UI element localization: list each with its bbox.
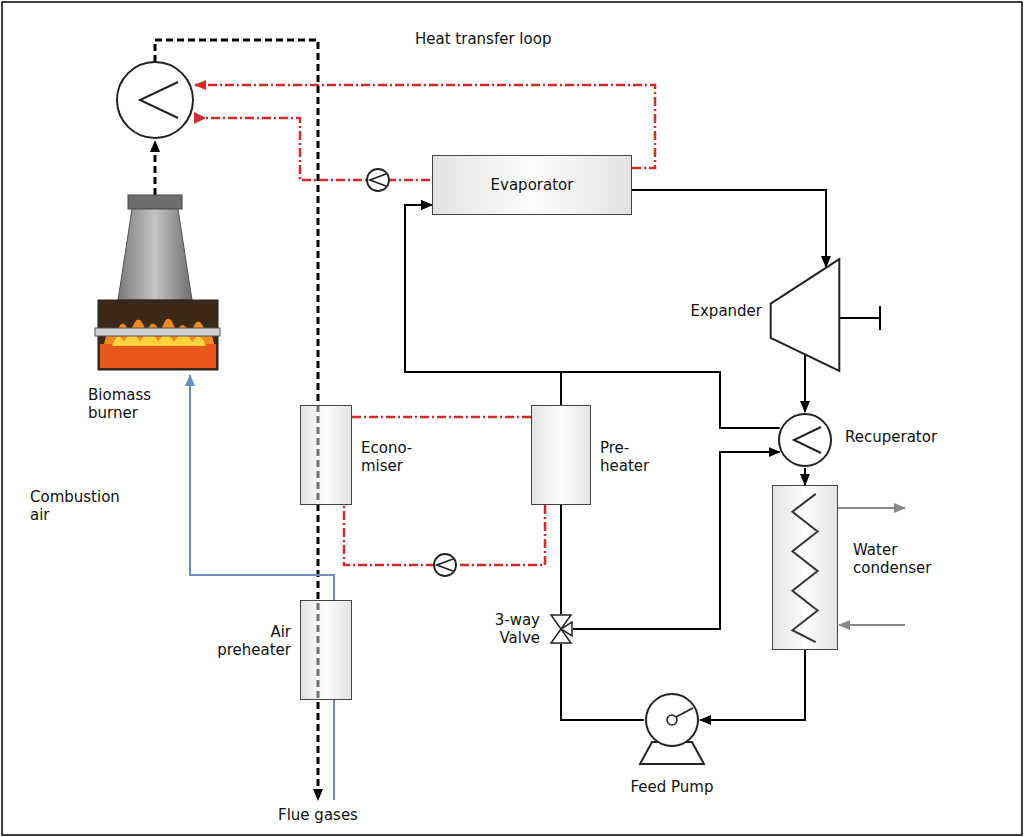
combustion-air-line [333,700,335,800]
loop-pump-symbol [434,554,456,576]
recuperator-symbol: Recuperator [777,412,833,468]
pipe-connector [560,505,562,614]
flue-gas-line [155,40,318,800]
cooling-water-out [838,507,905,509]
valve-symbol: 3-way Valve [549,614,573,644]
diagram-label: Heat transfer loop [415,30,551,48]
node-label: Feed Pump [631,778,714,796]
pipe-connector [804,468,806,485]
heat-transfer-pipe [194,118,432,180]
heat-exchanger-box: Pre- heater [531,405,591,505]
pipe-connector [700,650,805,720]
loop-pump-symbol [367,169,389,191]
pipe-connector [804,355,806,412]
diagram-label: Combustion air [30,488,120,524]
pipe-connector [405,205,780,428]
expander-shaft [840,306,880,330]
process-box: Evaporator [432,155,632,215]
diagram-label: Flue gases [278,806,358,824]
pump-symbol: Feed Pump [644,692,700,748]
heat-exchanger-symbol [117,62,193,138]
heat-exchanger-box: Air preheater [300,600,352,700]
node-label: Biomass burner [88,386,151,422]
pipe-connector [352,416,531,419]
node-label: Pre- heater [600,439,649,475]
pipe-connector [573,452,780,629]
node-label: 3-way Valve [482,611,540,647]
heat-exchanger-box: Econo- miser [300,405,352,505]
burner-illustration: Biomass burner [95,195,220,375]
condenser-box: Water condenser [772,485,838,650]
cooling-water-in [839,624,905,626]
expander-symbol: Expander [770,258,840,372]
node-label: Econo- miser [361,439,412,475]
pipe-connector [405,205,561,405]
flow-arrow [194,112,206,124]
node-label: Water condenser [853,541,931,577]
pipe-connector [561,644,644,720]
node-label: Recuperator [845,428,937,446]
node-label: Evaporator [491,176,574,194]
flue-gas-line [154,141,157,195]
node-label: Air preheater [217,623,291,659]
pipe-connector [632,190,826,267]
node-label: Expander [691,302,763,320]
